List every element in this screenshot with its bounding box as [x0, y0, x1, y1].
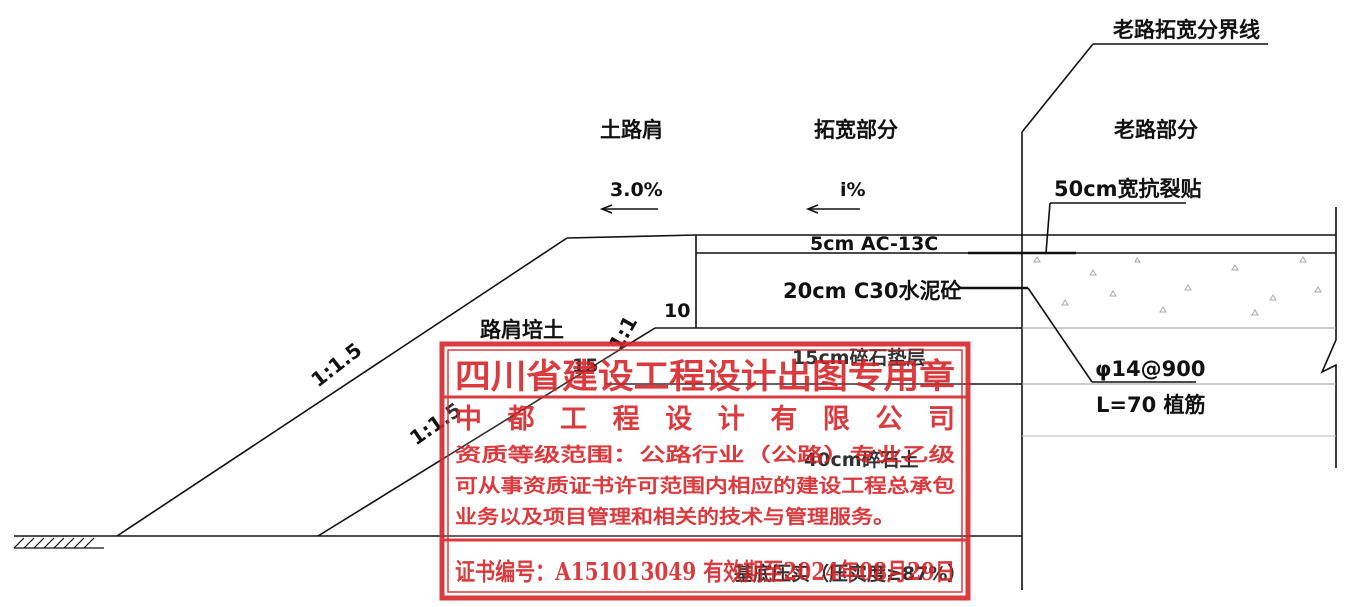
rebar-leader [1027, 287, 1093, 383]
outer-slope-line [116, 237, 568, 537]
design-seal-stamp: 四川省建设工程设计出图专用章 中都工程设计有限公司 资质等级范围：公路行业（公路… [439, 341, 971, 601]
rebar-spec-label: φ14@900 [1095, 357, 1206, 381]
stamp-title: 四川省建设工程设计出图专用章 [455, 357, 955, 397]
stamp-line-3: 业务以及项目管理和相关的技术与管理服务。 [455, 505, 895, 528]
dimension-15: 15 [572, 355, 598, 377]
old-road-break-edge [1320, 207, 1337, 468]
inner-slope-line [317, 327, 656, 537]
crossfall-arrowhead-shoulder [599, 204, 613, 214]
section-linework [13, 43, 1337, 590]
shoulder-top-line [566, 234, 697, 239]
stamp-outer-border [439, 341, 971, 601]
rebar-length-label: L=70 植筋 [1096, 393, 1206, 417]
stamp-inner-border [447, 349, 963, 593]
boundary-line-label: 老路拓宽分界线 [1113, 18, 1260, 42]
outer-slope-ratio: 1:1.5 [306, 338, 366, 392]
crack-patch-leader [1045, 202, 1051, 254]
crossfall-widened-value: i% [840, 179, 866, 201]
subgrade-compaction-label: 基底压实（压实度≥87%） [733, 562, 966, 585]
stamp-line-1: 资质等级范围：公路行业（公路）专业乙级 [455, 443, 955, 466]
earth-shoulder-label: 土路肩 [600, 118, 663, 142]
gravel-base-label: 15cm碎石垫层 [792, 346, 926, 369]
concrete-layer-label: 20cm C30水泥砼 [783, 279, 962, 303]
crossfall-arrowhead-widened [805, 204, 819, 214]
crossfall-shoulder-value: 3.0% [610, 179, 663, 201]
stamp-line-2: 可从事资质证书许可范围内相应的建设工程总承包 [455, 474, 955, 497]
widened-part-label: 拓宽部分 [814, 118, 898, 142]
dimension-10: 10 [664, 300, 690, 322]
shoulder-fill-label: 路肩培土 [480, 318, 564, 342]
stamp-certificate: 证书编号：A151013049 有效期至2024年08月29日 [455, 557, 955, 586]
boundary-leader-diagonal [1021, 43, 1094, 133]
concrete-aggregate-pattern [1033, 256, 1322, 316]
ac-layer-label: 5cm AC-13C [810, 233, 938, 255]
gravel-soil-label: 40cm碎石土 [804, 448, 919, 471]
crack-patch-label: 50cm宽抗裂贴 [1054, 177, 1202, 201]
ground-hatch [13, 537, 104, 549]
old-road-part-label: 老路部分 [1114, 118, 1198, 142]
